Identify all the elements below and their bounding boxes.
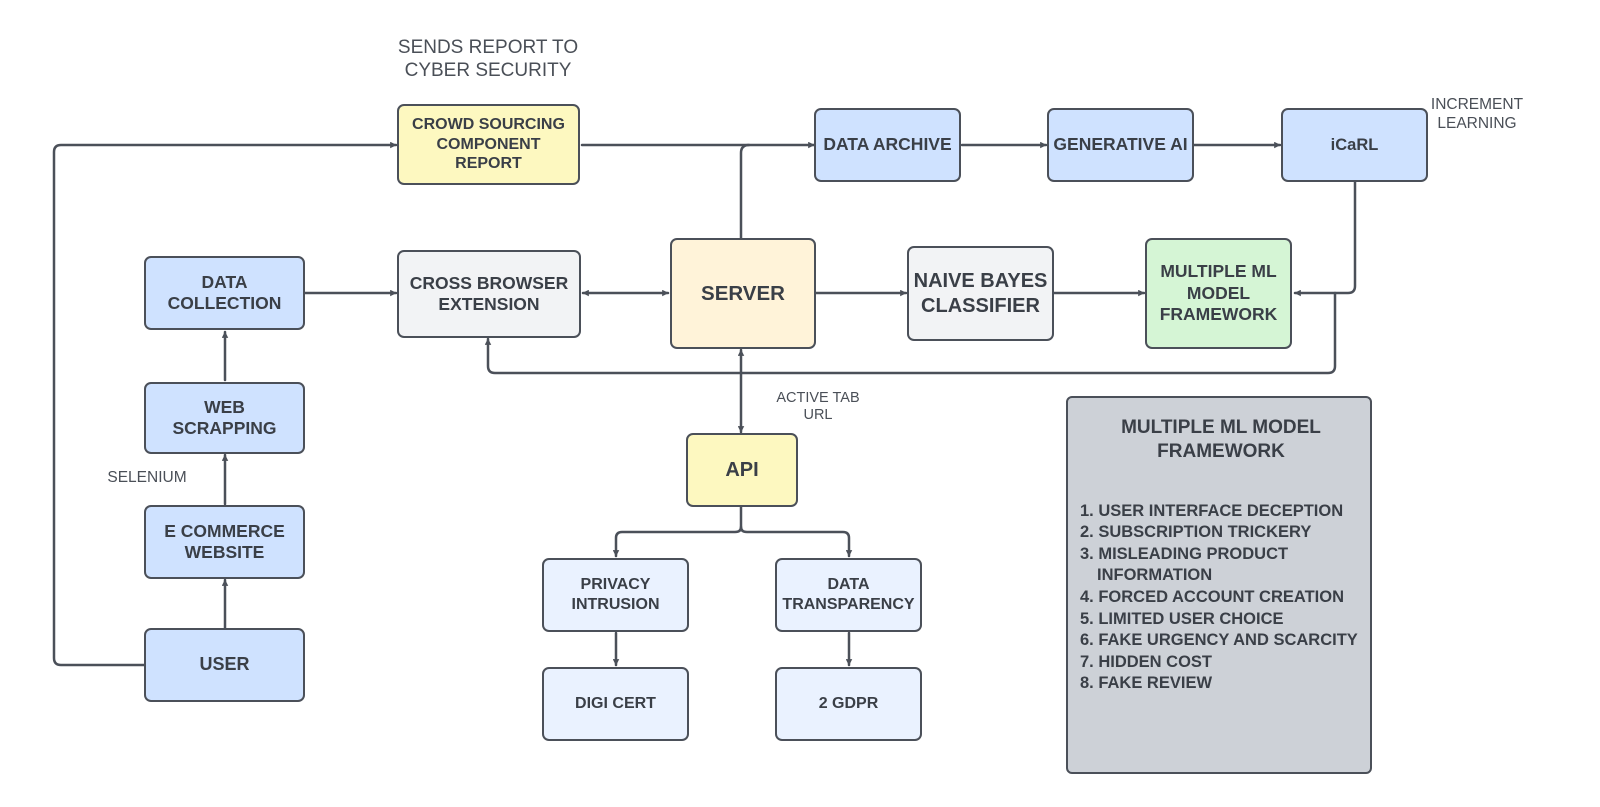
- generative-ai-node[interactable]: GENERATIVE AI: [1047, 108, 1194, 182]
- list-item: 6. FAKE URGENCY AND SCARCITY: [1080, 631, 1358, 650]
- server-node[interactable]: SERVER: [670, 238, 816, 349]
- cross-browser-extension-node[interactable]: CROSS BROWSER EXTENSION: [397, 250, 581, 338]
- ml-framework-legend-panel: MULTIPLE ML MODEL FRAMEWORK 1. USER INTE…: [1066, 396, 1372, 774]
- arrow-icarl-to-multiple-ml: [1293, 180, 1357, 297]
- crowd-sourcing-node[interactable]: CROWD SOURCING COMPONENT REPORT: [397, 104, 580, 185]
- sends-report-label: SENDS REPORT TO CYBER SECURITY: [397, 37, 579, 81]
- web-scrapping-node[interactable]: WEB SCRAPPING: [144, 382, 305, 454]
- list-item: 8. FAKE REVIEW: [1080, 674, 1213, 693]
- list-item: 3. MISLEADING PRODUCT INFORMATION: [1080, 544, 1289, 585]
- api-node[interactable]: API: [686, 433, 798, 507]
- arrow-api-to-privacy: [612, 504, 743, 558]
- list-item: 2. SUBSCRIPTION TRICKERY: [1080, 523, 1312, 542]
- list-item: 5. LIMITED USER CHOICE: [1080, 609, 1284, 628]
- data-collection-node[interactable]: DATA COLLECTION: [144, 256, 305, 330]
- line-server-to-archive: [739, 143, 751, 242]
- active-tab-url-label: ACTIVE TAB URL: [776, 390, 860, 424]
- user-node[interactable]: USER: [144, 628, 305, 702]
- list-item: 1. USER INTERFACE DECEPTION: [1080, 501, 1344, 520]
- icarl-node[interactable]: iCaRL: [1281, 108, 1428, 182]
- arrow-api-to-transparency: [739, 525, 853, 558]
- gdpr-node[interactable]: 2 GDPR: [775, 667, 922, 741]
- selenium-label: SELENIUM: [107, 469, 187, 486]
- arrow-feedback-to-browser: [484, 291, 1337, 375]
- increment-learning-label: INCREMENT LEARNING: [1430, 96, 1524, 132]
- data-archive-node[interactable]: DATA ARCHIVE: [814, 108, 961, 182]
- ecommerce-website-node[interactable]: E COMMERCE WEBSITE: [144, 505, 305, 579]
- data-transparency-node[interactable]: DATA TRANSPARENCY: [775, 558, 922, 632]
- naive-bayes-classifier-node[interactable]: NAIVE BAYES CLASSIFIER: [907, 246, 1054, 341]
- arrow-user-to-crowd: [52, 141, 398, 667]
- list-item: 4. FORCED ACCOUNT CREATION: [1080, 588, 1344, 606]
- multiple-ml-model-framework-node[interactable]: MULTIPLE ML MODEL FRAMEWORK: [1145, 238, 1292, 349]
- list-item: 7. HIDDEN COST: [1080, 652, 1213, 671]
- privacy-intrusion-node[interactable]: PRIVACY INTRUSION: [542, 558, 689, 632]
- legend-title: MULTIPLE ML MODEL FRAMEWORK: [1121, 417, 1321, 463]
- digicert-node[interactable]: DIGI CERT: [542, 667, 689, 741]
- legend-list: 1. USER INTERFACE DECEPTION 2. SUBSCRIPT…: [1080, 501, 1362, 695]
